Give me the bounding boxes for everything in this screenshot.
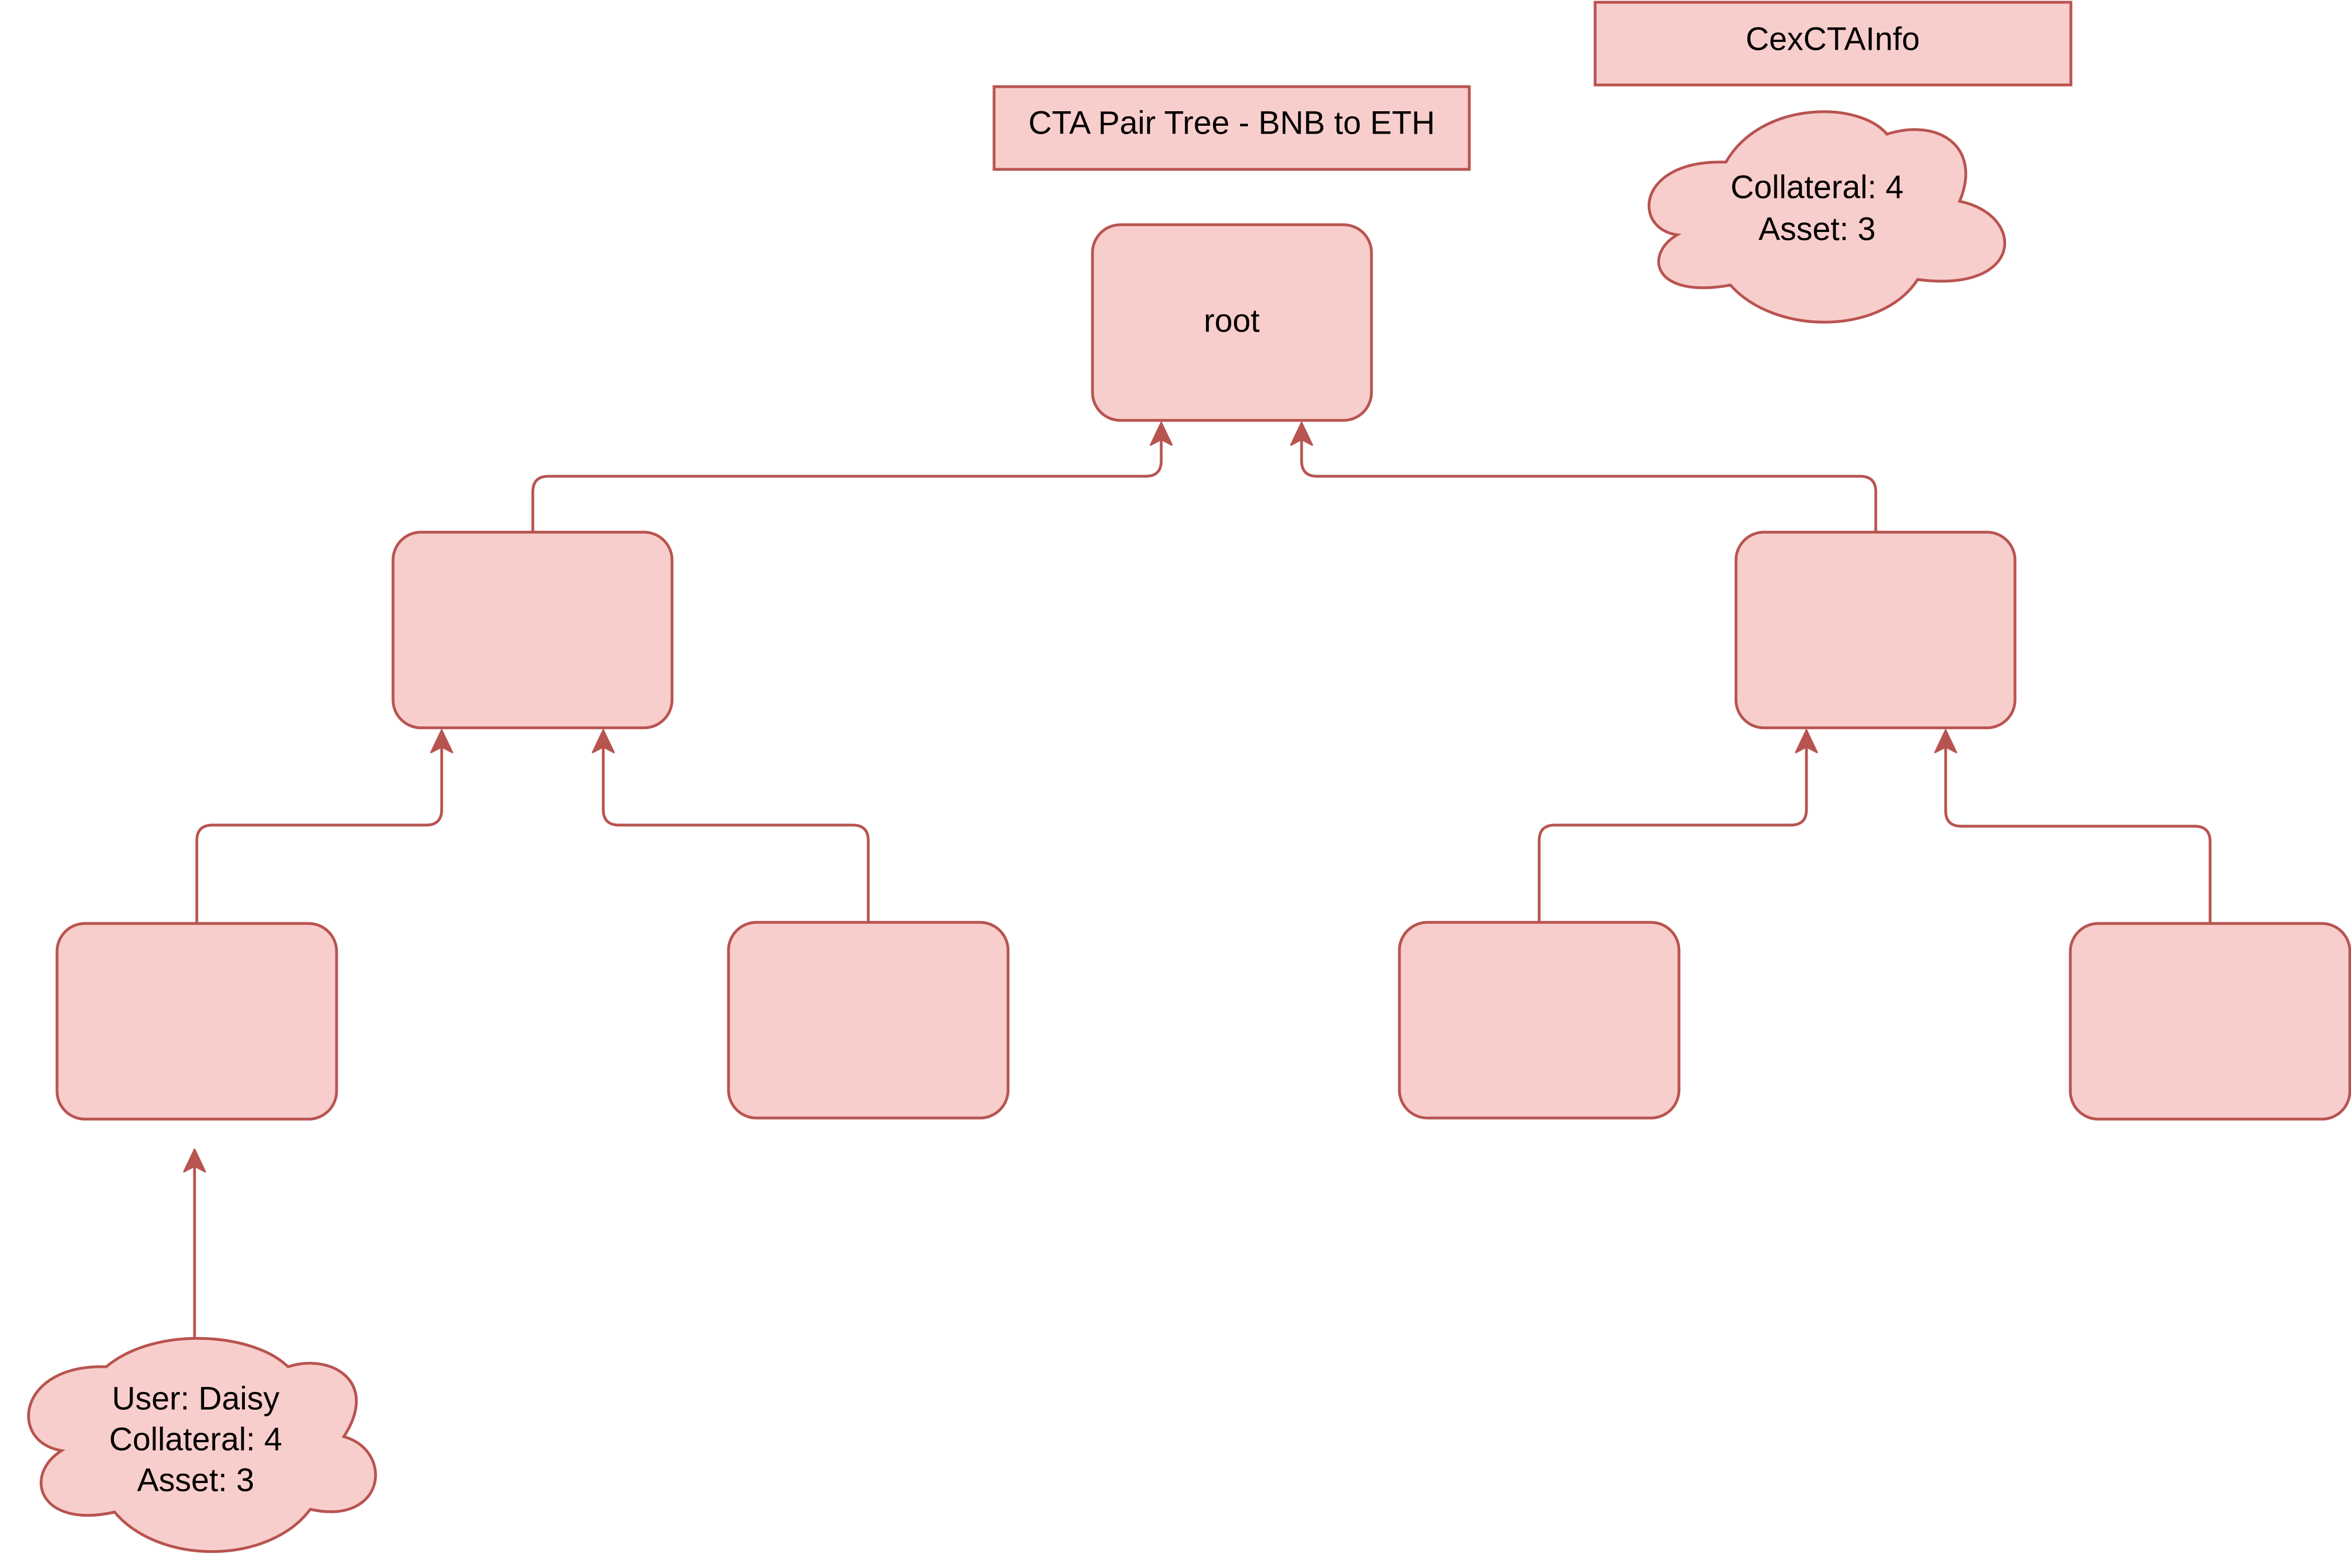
cex-cta-info-box: CexCTAInfo xyxy=(1593,1,2073,87)
arrowhead-leaf3-to-right xyxy=(1795,729,1818,754)
edge-leaf3-to-right xyxy=(1538,747,1808,923)
user-cloud-collateral: Collateral: 4 xyxy=(109,1421,282,1457)
info-cloud-collateral: Collateral: 4 xyxy=(1730,169,1903,205)
root-label: root xyxy=(1204,302,1260,339)
tree-node-leaf-3 xyxy=(1398,921,1681,1120)
edge-leaf1-to-left xyxy=(195,747,443,924)
arrowhead-right-to-root xyxy=(1290,421,1313,446)
user-cloud-user: User: Daisy xyxy=(112,1380,280,1417)
cex-cta-info-text: CexCTAInfo xyxy=(1745,21,1920,57)
info-cloud-asset: Asset: 3 xyxy=(1758,211,1876,247)
tree-node-level1-right xyxy=(1734,530,2017,729)
edge-leaf2-to-left xyxy=(602,747,870,923)
arrowhead-left-to-root xyxy=(1150,421,1173,446)
edge-right-to-root xyxy=(1300,440,1877,533)
user-cloud: User: Daisy Collateral: 4 Asset: 3 xyxy=(27,1337,377,1553)
title-text: CTA Pair Tree - BNB to ETH xyxy=(1028,105,1435,141)
user-cloud-asset: Asset: 3 xyxy=(137,1462,254,1498)
tree-node-root: root xyxy=(1091,223,1373,422)
edge-leaf4-to-right xyxy=(1944,747,2212,924)
edge-left-to-root xyxy=(531,440,1163,533)
tree-node-leaf-2 xyxy=(727,921,1010,1120)
arrowhead-leaf1-to-left xyxy=(430,729,453,754)
title-box: CTA Pair Tree - BNB to ETH xyxy=(992,85,1471,171)
arrowhead-user-to-leaf1 xyxy=(183,1148,206,1173)
tree-node-leaf-4 xyxy=(2069,922,2351,1121)
tree-node-level1-left xyxy=(391,530,674,729)
info-cloud: Collateral: 4 Asset: 3 xyxy=(1647,110,2007,324)
tree-node-leaf-1 xyxy=(55,922,338,1121)
arrowhead-leaf4-to-right xyxy=(1934,729,1957,754)
arrowhead-leaf2-to-left xyxy=(592,729,615,754)
